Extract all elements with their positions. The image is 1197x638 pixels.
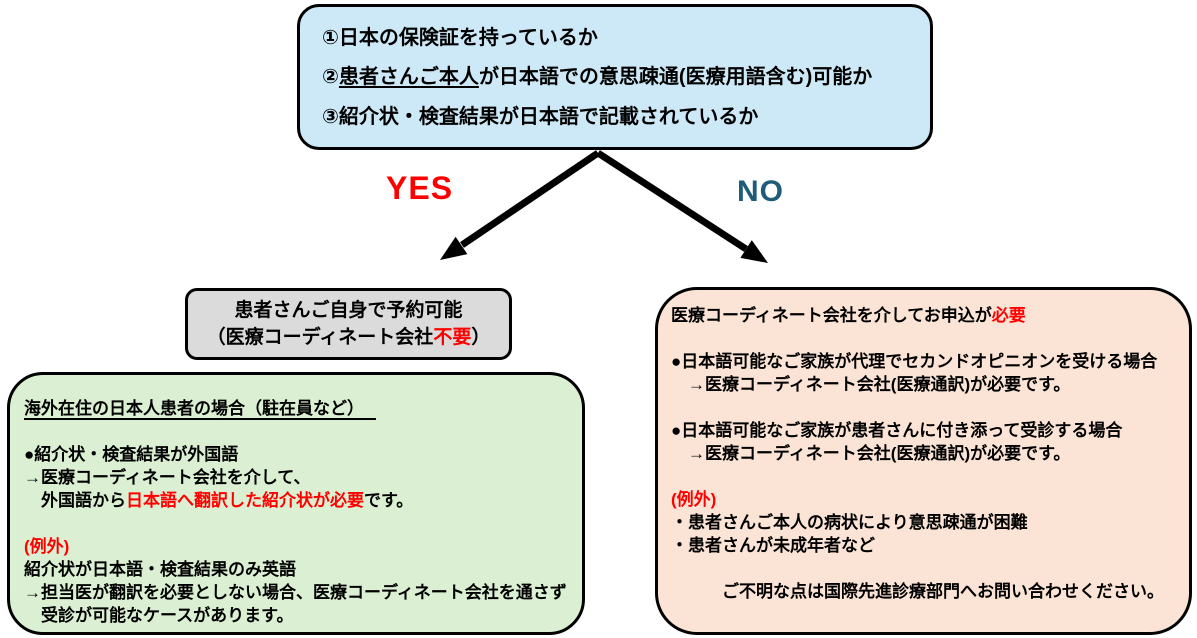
text-segment: ・患者さんが未成年者など (671, 536, 875, 555)
text-segment: ・患者さんご本人の病状により意思疎通が困難 (671, 513, 1028, 532)
text-line: 受診が可能なケースがあります。 (24, 604, 570, 627)
text-segment: ●日本語可能なご家族が患者さんに付き添って受診する場合 (671, 421, 1123, 440)
text-line (24, 420, 570, 443)
text-segment: 外国語から (24, 491, 126, 510)
text-segment: 患者さんご本人 (338, 66, 479, 88)
text-segment: (例外) (671, 490, 717, 509)
text-segment: ●日本語可能なご家族が代理でセカンドオピニオンを受ける場合 (671, 352, 1158, 371)
text-line: 医療コーディネート会社を介してお申込が必要 (671, 304, 1179, 327)
text-segment: ② (322, 66, 339, 88)
text-line: 海外在住の日本人患者の場合（駐在員など） (24, 397, 570, 420)
text-segment: →医療コーディネート会社を介して、 (24, 468, 311, 487)
text-line: (例外) (24, 535, 570, 558)
text-segment: (例外) (24, 537, 70, 556)
text-segment: 日本語へ翻訳した紹介状が必要 (126, 491, 364, 510)
text-line: ①日本の保険証を持っているか (322, 25, 920, 51)
text-line (671, 396, 1179, 419)
text-line: ●紹介状・検査結果が外国語 (24, 443, 570, 466)
text-line: ●日本語可能なご家族が患者さんに付き添って受診する場合 (671, 419, 1179, 442)
overseas-japanese-box: 海外在住の日本人患者の場合（駐在員など） ●紹介状・検査結果が外国語 →医療コーデ… (7, 372, 585, 635)
text-line: ●日本語可能なご家族が代理でセカンドオピニオンを受ける場合 (671, 350, 1179, 373)
text-segment: 必要 (991, 306, 1026, 325)
text-line: （医療コーディネート会社不要） (207, 324, 491, 351)
text-line (671, 557, 1179, 580)
text-segment: です。 (364, 491, 414, 510)
text-segment: 医療コーディネート会社を介してお申込が (671, 306, 992, 325)
text-segment: 不要 (433, 327, 472, 348)
text-segment: →医療コーディネート会社(医療通訳)が必要です。 (671, 375, 1071, 394)
text-line: →担当医が翻訳を必要としない場合、医療コーディネート会社を通さず (24, 581, 570, 604)
text-line: 患者さんご自身で予約可能 (234, 297, 462, 324)
text-line (671, 327, 1179, 350)
coordinator-required-box: 医療コーディネート会社を介してお申込が必要 ●日本語可能なご家族が代理でセカンド… (655, 287, 1192, 635)
text-line: ご不明な点は国際先進診療部門へお問い合わせください。 (671, 580, 1179, 603)
text-line: ②患者さんご本人が日本語での意思疎通(医療用語含む)可能か (322, 64, 920, 90)
text-line (671, 465, 1179, 488)
text-line: ・患者さんご本人の病状により意思疎通が困難 (671, 511, 1179, 534)
text-segment: 紹介状が日本語・検査結果のみ英語 (24, 560, 296, 579)
text-line: →医療コーディネート会社を介して、 (24, 466, 570, 489)
text-segment: が日本語での意思疎通(医療用語含む)可能か (478, 66, 873, 88)
text-line: →医療コーディネート会社(医療通訳)が必要です。 (671, 373, 1179, 396)
yes-label: YES (386, 170, 454, 206)
text-segment: 海外在住の日本人患者の場合（駐在員など） (24, 399, 376, 420)
text-line: ③紹介状・検査結果が日本語で記載されているか (322, 104, 920, 130)
text-line: 紹介状が日本語・検査結果のみ英語 (24, 558, 570, 581)
text-segment: 患者さんご自身で予約可能 (234, 300, 463, 321)
self-booking-box: 患者さんご自身で予約可能 （医療コーディネート会社不要） (185, 288, 512, 360)
yes-arrow-icon (440, 150, 600, 260)
text-segment: →担当医が翻訳を必要としない場合、医療コーディネート会社を通さず (24, 583, 567, 602)
text-segment: 受診が可能なケースがあります。 (24, 606, 294, 625)
text-segment: （医療コーディネート会社 (206, 327, 434, 348)
text-segment: →医療コーディネート会社(医療通訳)が必要です。 (671, 444, 1071, 463)
text-segment: ①日本の保険証を持っているか (322, 26, 598, 49)
text-line: →医療コーディネート会社(医療通訳)が必要です。 (671, 442, 1179, 465)
text-line: (例外) (671, 488, 1179, 511)
criteria-box: ①日本の保険証を持っているか ②患者さんご本人が日本語での意思疎通(医療用語含む)… (297, 4, 933, 150)
no-label: NO (737, 175, 784, 208)
text-segment: ） (471, 327, 491, 348)
text-line (24, 512, 570, 535)
text-segment: ③紹介状・検査結果が日本語で記載されているか (322, 105, 759, 128)
text-segment: ご不明な点は国際先進診療部門へお問い合わせください。 (671, 582, 1164, 601)
text-line: ・患者さんが未成年者など (671, 534, 1179, 557)
text-line: 外国語から日本語へ翻訳した紹介状が必要です。 (24, 489, 570, 512)
text-segment: ●紹介状・検査結果が外国語 (24, 445, 239, 464)
